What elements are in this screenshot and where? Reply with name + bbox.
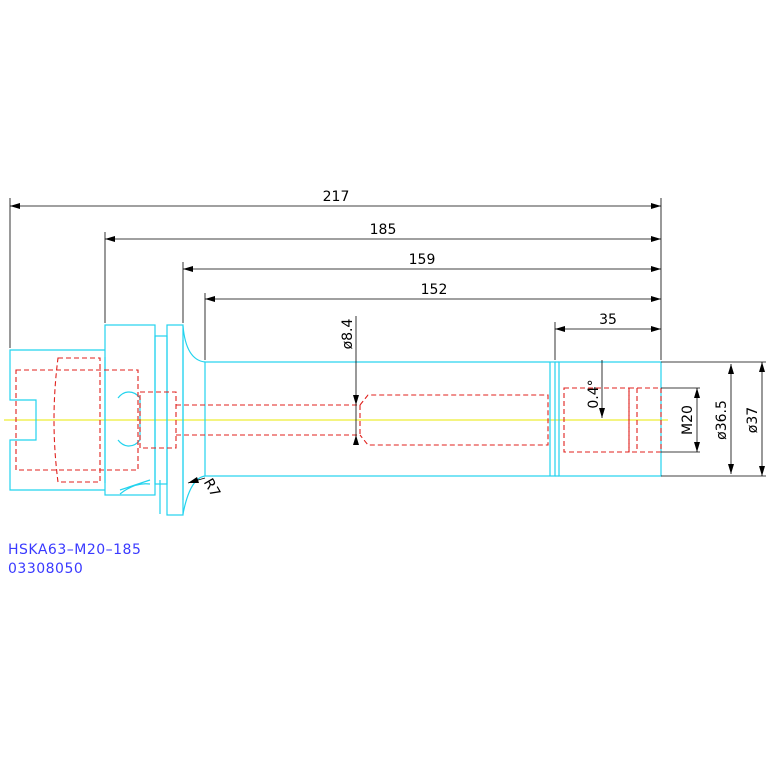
arrowheads [10,203,765,483]
tip-outline [558,361,662,477]
dim-text-159: 159 [409,252,436,268]
fillet-r7 [182,325,206,363]
dim-text-thread: M20 [680,405,696,435]
dim-text-152: 152 [421,282,448,298]
dim-text-bore: ø8.4 [340,318,356,349]
dim-text-185: 185 [370,222,397,238]
dim-text-angle: 0.4° [586,379,602,408]
part-outline [9,324,662,516]
hidden-lines [15,357,662,483]
dim-text-inner-diameter: ø36.5 [714,400,730,440]
dimensions [9,198,766,484]
part-number-label: 03308050 [8,561,84,577]
dim-text-radius: R7 [200,476,223,500]
dim-text-outer-diameter: ø37 [745,407,761,433]
dim-text-35: 35 [599,312,617,328]
dim-text-217: 217 [323,189,350,205]
extension-body-outline [204,361,556,477]
flange-outline [104,324,156,496]
model-label: HSKA63–M20–185 [8,542,142,558]
hsk-shank-outline [9,349,105,491]
